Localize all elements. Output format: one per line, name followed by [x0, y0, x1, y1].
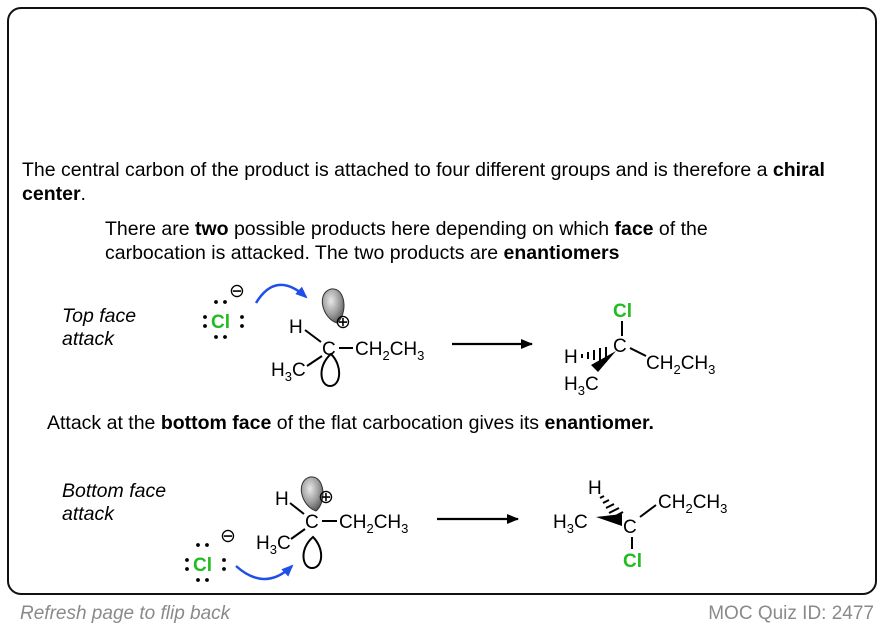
bottom-carbocation: H C ⊕ CH2CH3 H3C [256, 476, 408, 570]
top-product-methyl: H3C [564, 374, 599, 398]
top-cation-plus: ⊕ [335, 312, 351, 333]
bottom-intro-bold-bottom-face: bottom face [160, 412, 272, 434]
bottom-cation-ethyl: CH2CH3 [339, 512, 408, 536]
top-product-cl: Cl [613, 301, 632, 322]
top-cation-ethyl: CH2CH3 [355, 339, 424, 363]
bottom-intro-2: of the flat carbocation gives its [271, 412, 545, 434]
subtext-1: There are [105, 218, 195, 240]
refresh-hint: Refresh page to flip back [20, 603, 231, 624]
content-card [7, 7, 877, 595]
intro-text-2: . [80, 183, 86, 205]
bottom-solid-wedge-bond [596, 514, 622, 526]
subtext-2: possible products here depending on whic… [228, 218, 615, 240]
top-p-orbital-lobe-filled [321, 288, 345, 324]
top-carbocation: H C ⊕ CH2CH3 H3C [271, 288, 424, 388]
top-product: Cl C H CH2CH3 H3C [564, 301, 715, 398]
bottom-face-label-line1: Bottom face [62, 480, 167, 502]
bottom-face-label-line2: attack [62, 503, 115, 525]
bottom-cation-plus: ⊕ [318, 487, 334, 508]
top-face-label-line2: attack [62, 328, 115, 350]
bottom-cation-c: C [305, 512, 319, 533]
bottom-intro-bold-enantiomer: enantiomer. [544, 412, 654, 434]
top-chloride-ion: Cl ⊖ [203, 281, 245, 339]
bottom-p-orbital-lobe-filled [300, 476, 324, 512]
intro-bold-chiral-center: chiral center [22, 159, 825, 205]
top-solid-wedge-bond [591, 351, 616, 372]
intro-text-1: The central carbon of the product is att… [22, 159, 773, 181]
bottom-intro-1: Attack at the [47, 412, 161, 434]
subtext-bold-face: face [614, 218, 654, 240]
top-p-orbital-lobe-empty [320, 352, 341, 388]
subtext-3: of the carbocation is attacked. The two … [105, 218, 708, 264]
top-chloride-symbol: Cl [211, 312, 230, 333]
bottom-chloride-ion: Cl ⊖ [185, 526, 236, 582]
top-product-h: H [564, 347, 578, 368]
bottom-p-orbital-lobe-empty [302, 535, 323, 570]
bottom-product-ethyl: CH2CH3 [658, 492, 727, 516]
bottom-cation-methyl: H3C [256, 533, 291, 557]
bottom-intro-paragraph: Attack at the bottom face of the flat ca… [47, 411, 847, 435]
bottom-product-c: C [623, 517, 637, 538]
top-cation-c: C [322, 339, 336, 360]
top-product-ethyl: CH2CH3 [646, 353, 715, 377]
bottom-product-h: H [588, 478, 602, 499]
top-cation-h: H [289, 317, 303, 338]
intro-paragraph: The central carbon of the product is att… [22, 158, 872, 206]
quiz-id: MOC Quiz ID: 2477 [708, 603, 874, 624]
bottom-product-cl: Cl [623, 551, 642, 572]
bottom-product-methyl: H3C [553, 512, 588, 536]
bottom-cation-h: H [275, 489, 289, 510]
top-minus-charge: ⊖ [229, 281, 245, 302]
subtext-bold-enantiomers: enantiomers [503, 242, 620, 264]
subtext-paragraph: There are two possible products here dep… [105, 217, 805, 265]
top-product-c: C [613, 336, 627, 357]
bottom-blue-attack-arrow [235, 564, 294, 581]
top-blue-attack-arrow [254, 283, 308, 304]
top-face-label-line1: Top face [62, 305, 137, 327]
subtext-bold-two: two [194, 218, 229, 240]
bottom-product: H H3C C CH2CH3 Cl [553, 478, 727, 572]
bottom-chloride-symbol: Cl [193, 555, 212, 576]
top-cation-methyl: H3C [271, 360, 306, 384]
bottom-minus-charge: ⊖ [220, 526, 236, 547]
